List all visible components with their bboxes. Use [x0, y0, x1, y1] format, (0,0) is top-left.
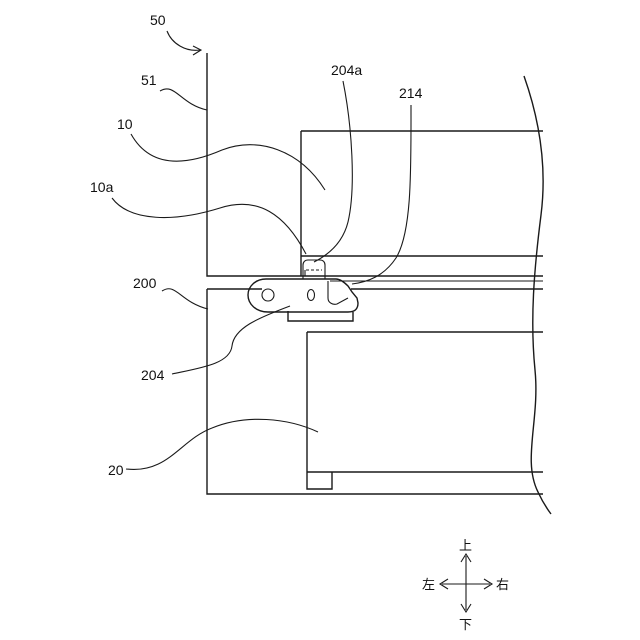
leader-204 [172, 306, 290, 374]
label-20: 20 [108, 462, 124, 478]
direction-left: 左 [422, 578, 435, 593]
drawer-10 [301, 131, 543, 276]
label-10a: 10a [90, 179, 114, 195]
label-204a: 204a [331, 62, 362, 78]
direction-down: 下 [459, 618, 472, 633]
label-51: 51 [141, 72, 157, 88]
leader-200 [162, 289, 208, 309]
label-10: 10 [117, 116, 133, 132]
label-50: 50 [150, 12, 166, 28]
label-200: 200 [133, 275, 157, 291]
upper-panel-50 [207, 53, 301, 276]
frame-200 [207, 281, 543, 494]
break-line [524, 76, 551, 514]
direction-right: 右 [496, 578, 509, 593]
direction-up: 上 [459, 539, 472, 554]
leader-20 [126, 419, 318, 469]
leader-10a [112, 198, 306, 254]
label-214: 214 [399, 85, 423, 101]
direction-compass: 上 下 左 右 [422, 539, 509, 633]
leader-51 [160, 89, 207, 110]
leader-204a [314, 81, 352, 262]
leader-214 [352, 105, 411, 284]
leader-lines [112, 31, 411, 469]
label-204: 204 [141, 367, 165, 383]
drawer-20 [307, 332, 543, 489]
leader-10 [131, 134, 325, 190]
latch-204 [248, 279, 358, 321]
